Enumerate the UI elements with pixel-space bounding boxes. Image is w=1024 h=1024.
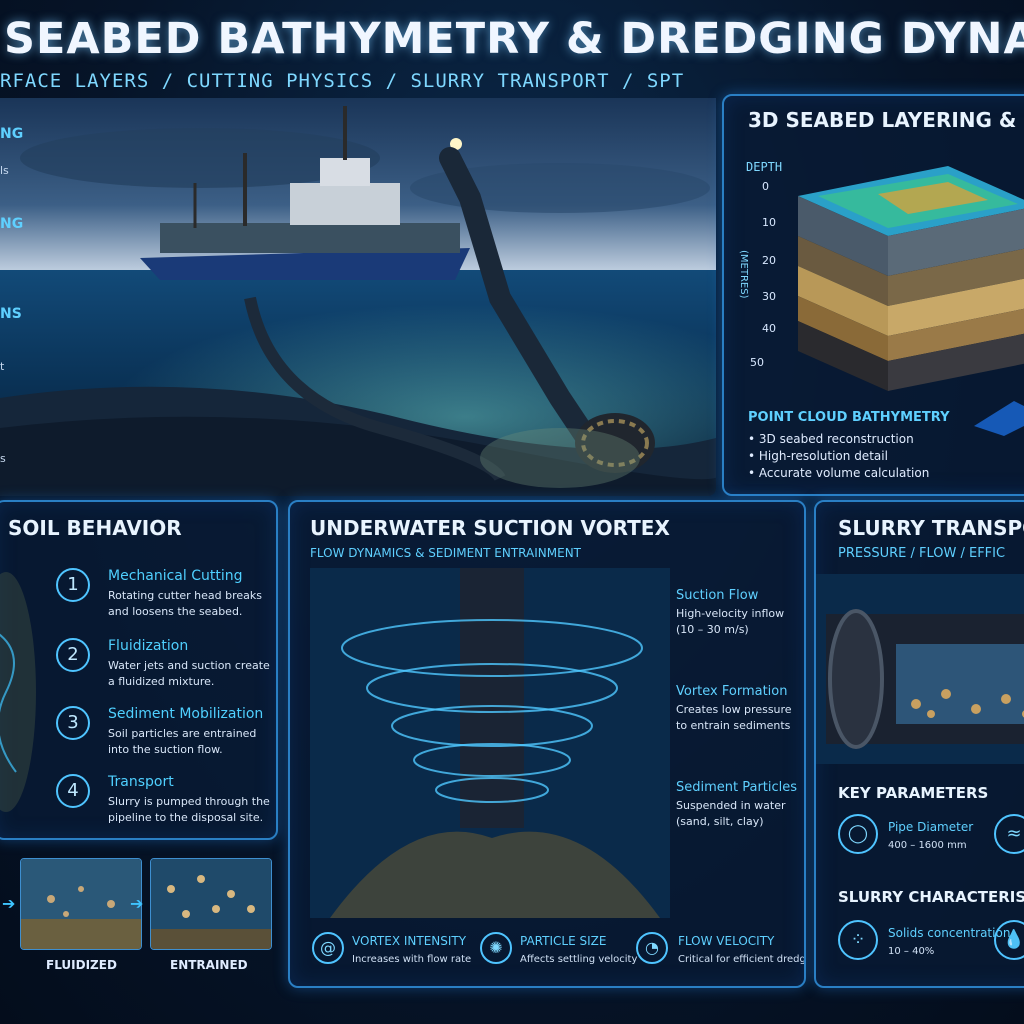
- fluidized-label: FLUIDIZED: [46, 958, 117, 972]
- arrow-right-icon: ➔: [130, 894, 144, 913]
- particle-size-icon: ✺: [480, 932, 512, 964]
- side-label-1: NG: [0, 126, 24, 142]
- step-desc-2: Water jets and suction create a fluidize…: [108, 659, 270, 688]
- step-title-1: Mechanical Cutting: [108, 568, 243, 584]
- depth-units-label: (METRES): [738, 250, 749, 299]
- depth-tick: 0: [762, 180, 769, 193]
- point-cloud-item: • Accurate volume calculation: [748, 466, 930, 480]
- depth-tick: 10: [762, 216, 776, 229]
- depth-tick: 20: [762, 254, 776, 267]
- particle-size-desc: Affects settling velocity: [520, 954, 638, 965]
- dredger-illustration: [0, 98, 716, 496]
- flow-velocity-desc: Critical for efficient dredging: [678, 954, 806, 965]
- slurry-subtitle: PRESSURE / FLOW / EFFIC: [838, 546, 1006, 561]
- point-cloud-mesh: [974, 401, 1024, 436]
- pipe-diameter-title: Pipe Diameter: [888, 820, 974, 834]
- vortex-formation-desc: Creates low pressure to entrain sediment…: [676, 703, 792, 732]
- arrow-right-icon: ➔: [2, 894, 16, 913]
- pipe-diameter-icon: ◯: [838, 814, 878, 854]
- sediment-particles-desc: Suspended in water (sand, silt, clay): [676, 799, 786, 828]
- step-desc-1: Rotating cutter head breaks and loosens …: [108, 589, 263, 618]
- vortex-intensity-icon: @: [312, 932, 344, 964]
- side-small-2: t: [0, 360, 5, 373]
- side-small-1: ls: [0, 164, 9, 177]
- particle-size-title: PARTICLE SIZE: [520, 934, 607, 948]
- seabed-layer-block: [798, 166, 1024, 391]
- step-desc-4: Slurry is pumped through the pipeline to…: [108, 795, 270, 824]
- step-number-3: 3: [56, 706, 90, 740]
- soil-behavior-panel: SOIL BEHAVIOR 1 Mechanical Cutting Rotat…: [0, 500, 278, 840]
- entrained-thumbnail: [150, 858, 272, 950]
- slurry-pipe-illustration: [816, 574, 1024, 764]
- flow-velocity-icon: ◔: [636, 932, 668, 964]
- depth-tick: 30: [762, 290, 776, 303]
- key-parameters-title: KEY PARAMETERS: [838, 784, 989, 802]
- point-cloud-item: • 3D seabed reconstruction: [748, 432, 914, 446]
- step-title-2: Fluidization: [108, 638, 189, 654]
- layering-title: 3D SEABED LAYERING &: [748, 108, 1017, 132]
- slurry-characteristics-title: SLURRY CHARACTERISTICS: [838, 888, 1024, 906]
- entrained-image: [151, 859, 271, 949]
- vortex-formation-title: Vortex Formation: [676, 684, 788, 699]
- solids-concentration-icon: ⁘: [838, 920, 878, 960]
- vortex-intensity-desc: Increases with flow rate: [352, 954, 472, 965]
- side-small-3: s: [0, 452, 6, 465]
- solids-concentration-title: Solids concentration: [888, 926, 1011, 940]
- entrained-label: ENTRAINED: [170, 958, 248, 972]
- side-label-3: NS: [0, 306, 22, 322]
- dredger-hero-scene: NG ls NG NS t s: [0, 98, 716, 496]
- seabed-layering-panel: 3D SEABED LAYERING & DEPTH (METRES) 0 10…: [722, 94, 1024, 496]
- water-drop-icon: 💧: [994, 920, 1024, 960]
- step-desc-3: Soil particles are entrained into the su…: [108, 727, 257, 756]
- wave-icon: ≈: [994, 814, 1024, 854]
- soil-swirl-illustration: [0, 572, 36, 812]
- sediment-particles-title: Sediment Particles: [676, 780, 798, 795]
- suction-flow-title: Suction Flow: [676, 588, 759, 603]
- depth-axis-label: DEPTH: [746, 160, 783, 174]
- step-number-4: 4: [56, 774, 90, 808]
- fluidized-image: [21, 859, 141, 949]
- page-title: SEABED BATHYMETRY & DREDGING DYNAMICS: [4, 14, 1024, 64]
- slurry-transport-panel: SLURRY TRANSPO PRESSURE / FLOW / EFFIC K…: [814, 500, 1024, 988]
- step-number-2: 2: [56, 638, 90, 672]
- slurry-title: SLURRY TRANSPO: [838, 516, 1024, 540]
- vortex-subtitle: FLOW DYNAMICS & SEDIMENT ENTRAINMENT: [310, 546, 582, 560]
- solids-concentration-desc: 10 – 40%: [888, 946, 935, 957]
- fluidized-thumbnail: [20, 858, 142, 950]
- side-label-2: NG: [0, 216, 24, 232]
- soil-title: SOIL BEHAVIOR: [8, 516, 182, 540]
- step-number-1: 1: [56, 568, 90, 602]
- step-title-4: Transport: [108, 774, 174, 790]
- depth-tick: 40: [762, 322, 776, 335]
- vortex-intensity-title: VORTEX INTENSITY: [352, 934, 467, 948]
- vortex-title: UNDERWATER SUCTION VORTEX: [310, 516, 670, 540]
- depth-tick: 50: [750, 356, 764, 369]
- page-subtitle: RFACE LAYERS / CUTTING PHYSICS / SLURRY …: [0, 70, 685, 92]
- step-title-3: Sediment Mobilization: [108, 706, 264, 722]
- vortex-illustration: [310, 568, 670, 918]
- point-cloud-title: POINT CLOUD BATHYMETRY: [748, 410, 950, 425]
- flow-velocity-title: FLOW VELOCITY: [678, 934, 775, 948]
- point-cloud-item: • High-resolution detail: [748, 449, 888, 463]
- suction-vortex-panel: UNDERWATER SUCTION VORTEX FLOW DYNAMICS …: [288, 500, 806, 988]
- pipe-diameter-desc: 400 – 1600 mm: [888, 840, 967, 851]
- suction-flow-desc: High-velocity inflow (10 – 30 m/s): [676, 607, 785, 636]
